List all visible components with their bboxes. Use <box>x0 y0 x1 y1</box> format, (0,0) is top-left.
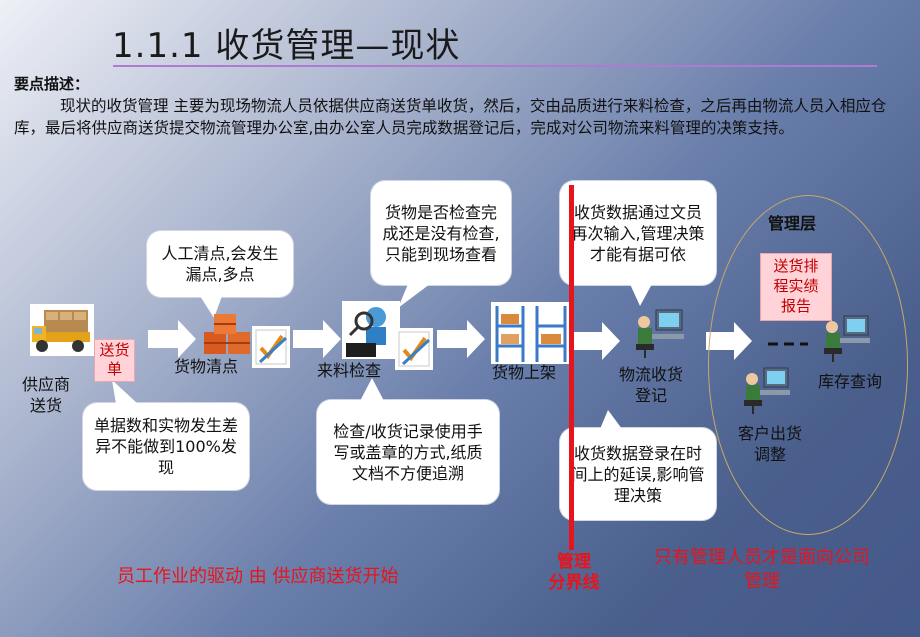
pointer-inspect <box>398 284 430 308</box>
callout-record-issue-text: 检查/收货记录使用手写或盖章的方式,纸质文档不方便追溯 <box>333 421 483 483</box>
arrow-4 <box>574 322 620 360</box>
delivery-note-label: 送货 单 <box>99 341 130 378</box>
management-boundary-line <box>569 185 574 550</box>
pointer-record <box>360 378 384 401</box>
callout-count-issue: 人工清点,会发生漏点,多点 <box>147 231 293 297</box>
boxes-icon <box>204 314 250 354</box>
delivery-note-badge: 送货 单 <box>94 339 135 382</box>
register-label: 物流收货 登记 <box>619 365 684 405</box>
boundary-label: 管理 分界线 <box>548 552 600 593</box>
count-label: 货物清点 <box>174 357 239 376</box>
callout-delay-issue: 收货数据登录在时间上的延误,影响管理决策 <box>560 428 716 520</box>
callout-register-issue-text: 收货数据通过文员再次输入,管理决策才能有据可依 <box>571 202 705 264</box>
inspect-checklist-icon <box>395 328 433 370</box>
customer-label: 客户出货 调整 <box>738 424 803 464</box>
key-points-label: 要点描述： <box>14 75 90 93</box>
title-divider <box>113 65 877 67</box>
shelving-icon <box>491 302 571 364</box>
callout-inspect-issue-text: 货物是否检查完成还是没有检查,只能到现场查看 <box>382 202 500 264</box>
pointer-register <box>630 284 652 306</box>
supplier-label: 供应商 送货 <box>22 375 71 415</box>
customer-workstation-icon <box>744 367 790 414</box>
truck-icon <box>30 304 94 356</box>
management-layer-title: 管理层 <box>768 214 817 233</box>
inspector-icon <box>342 301 400 359</box>
pointer-delay <box>600 410 622 429</box>
inventory-workstation-icon <box>824 315 870 362</box>
inventory-label: 库存查询 <box>818 372 883 391</box>
callout-record-issue: 检查/收货记录使用手写或盖章的方式,纸质文档不方便追溯 <box>317 400 499 504</box>
callout-note-issue-text: 单据数和实物发生差异不能做到100%发现 <box>93 416 238 477</box>
callout-note-issue: 单据数和实物发生差异不能做到100%发现 <box>83 403 249 490</box>
callout-register-issue: 收货数据通过文员再次输入,管理决策才能有据可依 <box>560 181 716 285</box>
page-title: 1.1.1 收货管理—现状 <box>112 26 461 66</box>
management-layer-oval <box>708 195 908 535</box>
inspect-label: 来料检查 <box>317 361 382 380</box>
report-label: 送货排 程实绩 报告 <box>773 257 819 315</box>
footer-right-text: 只有管理人员才是面向公司 管理 <box>654 547 870 592</box>
arrow-2 <box>293 320 341 358</box>
callout-inspect-issue: 货物是否检查完成还是没有检查,只能到现场查看 <box>371 181 511 285</box>
workstation-icon <box>636 309 684 358</box>
pointer-note <box>112 380 138 404</box>
checklist-icon <box>252 326 290 368</box>
pointer-count <box>200 296 222 318</box>
callout-delay-issue-text: 收货数据登录在时间上的延误,影响管理决策 <box>571 443 705 505</box>
footer-left-text: 员工作业的驱动 由 供应商送货开始 <box>117 566 399 587</box>
report-badge: 送货排 程实绩 报告 <box>760 253 832 321</box>
key-points-text: 现状的收货管理 主要为现场物流人员依据供应商送货单收货，然后，交由品质进行来料检… <box>14 97 887 137</box>
callout-count-issue-text: 人工清点,会发生漏点,多点 <box>161 244 279 284</box>
shelve-label: 货物上架 <box>492 363 557 382</box>
arrow-1 <box>148 320 196 358</box>
arrow-3 <box>437 320 485 358</box>
